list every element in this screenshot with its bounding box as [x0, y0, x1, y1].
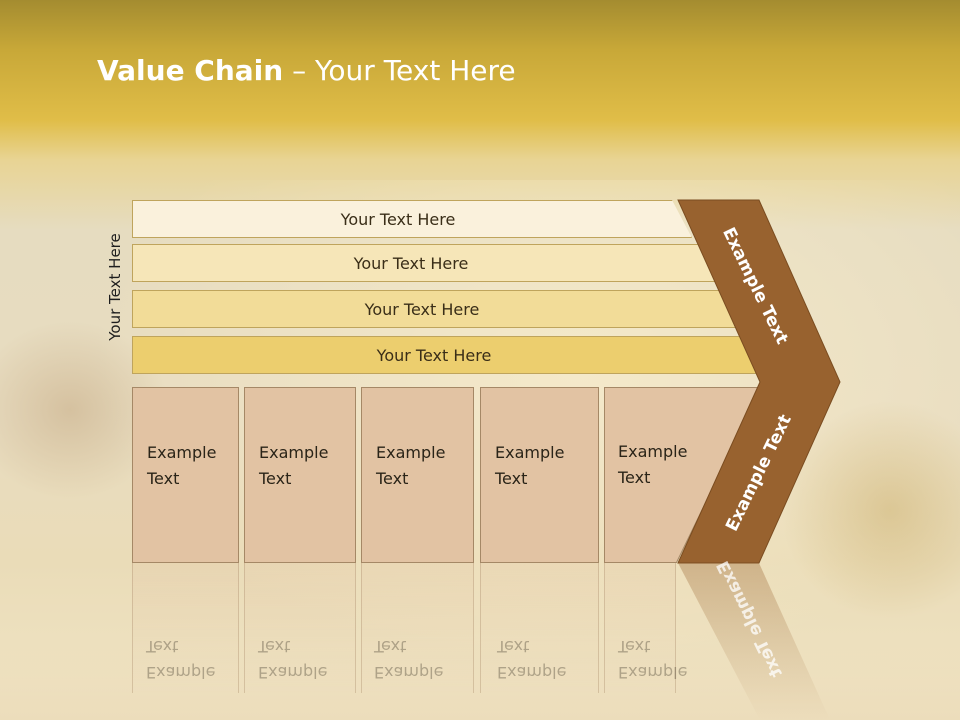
- title-bold: Value Chain: [97, 54, 284, 87]
- column-line2: Text: [376, 469, 409, 488]
- column-primary-2[interactable]: Example Text: [244, 387, 356, 563]
- row-label: Your Text Here: [376, 345, 492, 365]
- column-primary-4[interactable]: Example Text: [480, 387, 599, 563]
- column-5-shape: [604, 387, 762, 563]
- column-line2: Text: [259, 469, 292, 488]
- column-line1: Example: [259, 443, 329, 462]
- column-line1: Example: [147, 443, 217, 462]
- row-label: Your Text Here: [353, 253, 469, 273]
- column-line1: Example: [618, 442, 688, 461]
- column-primary-3[interactable]: Example Text: [361, 387, 474, 563]
- title-rest: – Your Text Here: [283, 54, 516, 87]
- row-label: Your Text Here: [340, 209, 456, 229]
- row-support-3[interactable]: Your Text Here: [132, 290, 740, 328]
- row-support-1[interactable]: Your Text Here: [132, 200, 692, 238]
- column-line2: Text: [147, 469, 180, 488]
- slide-title: Value Chain – Your Text Here: [97, 54, 516, 87]
- column-line1: Example: [495, 443, 565, 462]
- row-support-2[interactable]: Your Text Here: [132, 244, 718, 282]
- column-line2: Text: [495, 469, 528, 488]
- column-line1: Example: [376, 443, 446, 462]
- column-primary-1[interactable]: Example Text: [132, 387, 239, 563]
- column-line2: Text: [618, 468, 651, 487]
- chevron-shape[interactable]: [677, 199, 841, 564]
- column-primary-5[interactable]: Example Text: [604, 387, 762, 563]
- row-support-4[interactable]: Your Text Here: [132, 336, 764, 374]
- row-label: Your Text Here: [364, 299, 480, 319]
